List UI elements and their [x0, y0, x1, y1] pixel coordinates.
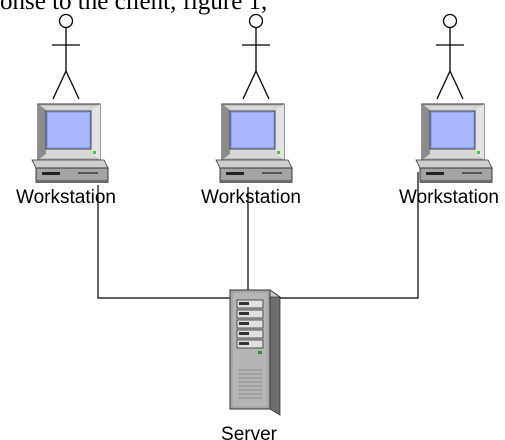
- server-label: Server: [221, 424, 278, 440]
- workstation-icon-left: [31, 103, 109, 184]
- user-icon-left: [51, 13, 81, 100]
- workstation-icon-right: [415, 103, 493, 184]
- user-icon-right: [435, 13, 465, 100]
- figure-caption-text: onse to the client, figure 1,: [0, 0, 268, 15]
- workstation-label-center: Workstation: [201, 187, 301, 208]
- workstation-icon-center: [215, 103, 293, 184]
- user-icon-center: [241, 13, 271, 100]
- connection-left: [97, 185, 248, 299]
- network-connections: [97, 172, 419, 305]
- server-icon: [229, 289, 281, 416]
- connection-right: [248, 172, 419, 299]
- workstation-label-left: Workstation: [16, 187, 116, 208]
- workstation-label-right: Workstation: [399, 187, 499, 208]
